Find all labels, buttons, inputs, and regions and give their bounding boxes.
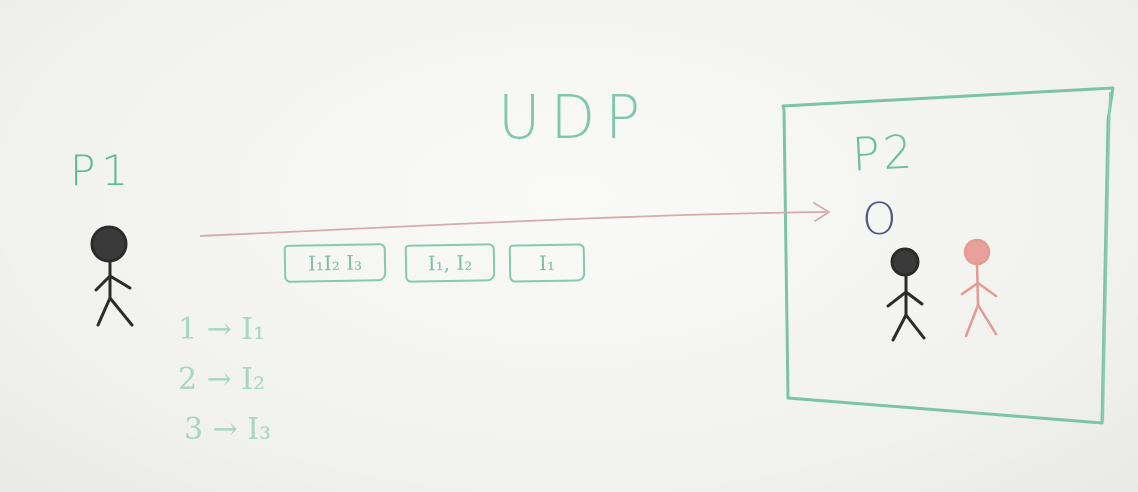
receiver-stick-figure-black bbox=[886, 247, 926, 342]
mapping-row: 3 → I₃ bbox=[184, 412, 272, 447]
sender-head bbox=[90, 225, 128, 263]
mapping-row: 2 → I₂ bbox=[178, 362, 266, 397]
receiver-box-inner-stroke bbox=[1102, 91, 1111, 423]
receiver-label: P2 bbox=[850, 124, 917, 182]
transfer-arrow-line bbox=[199, 211, 827, 237]
packet-label: I₁ bbox=[538, 250, 556, 276]
sender-label: P1 bbox=[70, 146, 135, 195]
packet-label: I₁I₂ I₃ bbox=[307, 250, 363, 276]
packet-box: I₁ bbox=[508, 243, 586, 283]
packet-label: I₁, I₂ bbox=[427, 250, 473, 276]
receiver-stick-figure-red bbox=[960, 238, 998, 338]
receiver-box bbox=[781, 86, 1115, 425]
transfer-arrow-head bbox=[813, 202, 831, 222]
sender-stick-figure bbox=[90, 225, 134, 327]
receiver-placeholder-mark: O bbox=[862, 194, 897, 245]
diagram-title: UDP bbox=[498, 81, 651, 153]
mapping-row: 1 → I₁ bbox=[178, 312, 266, 347]
packet-box: I₁, I₂ bbox=[404, 243, 496, 283]
packet-box: I₁I₂ I₃ bbox=[283, 243, 387, 283]
